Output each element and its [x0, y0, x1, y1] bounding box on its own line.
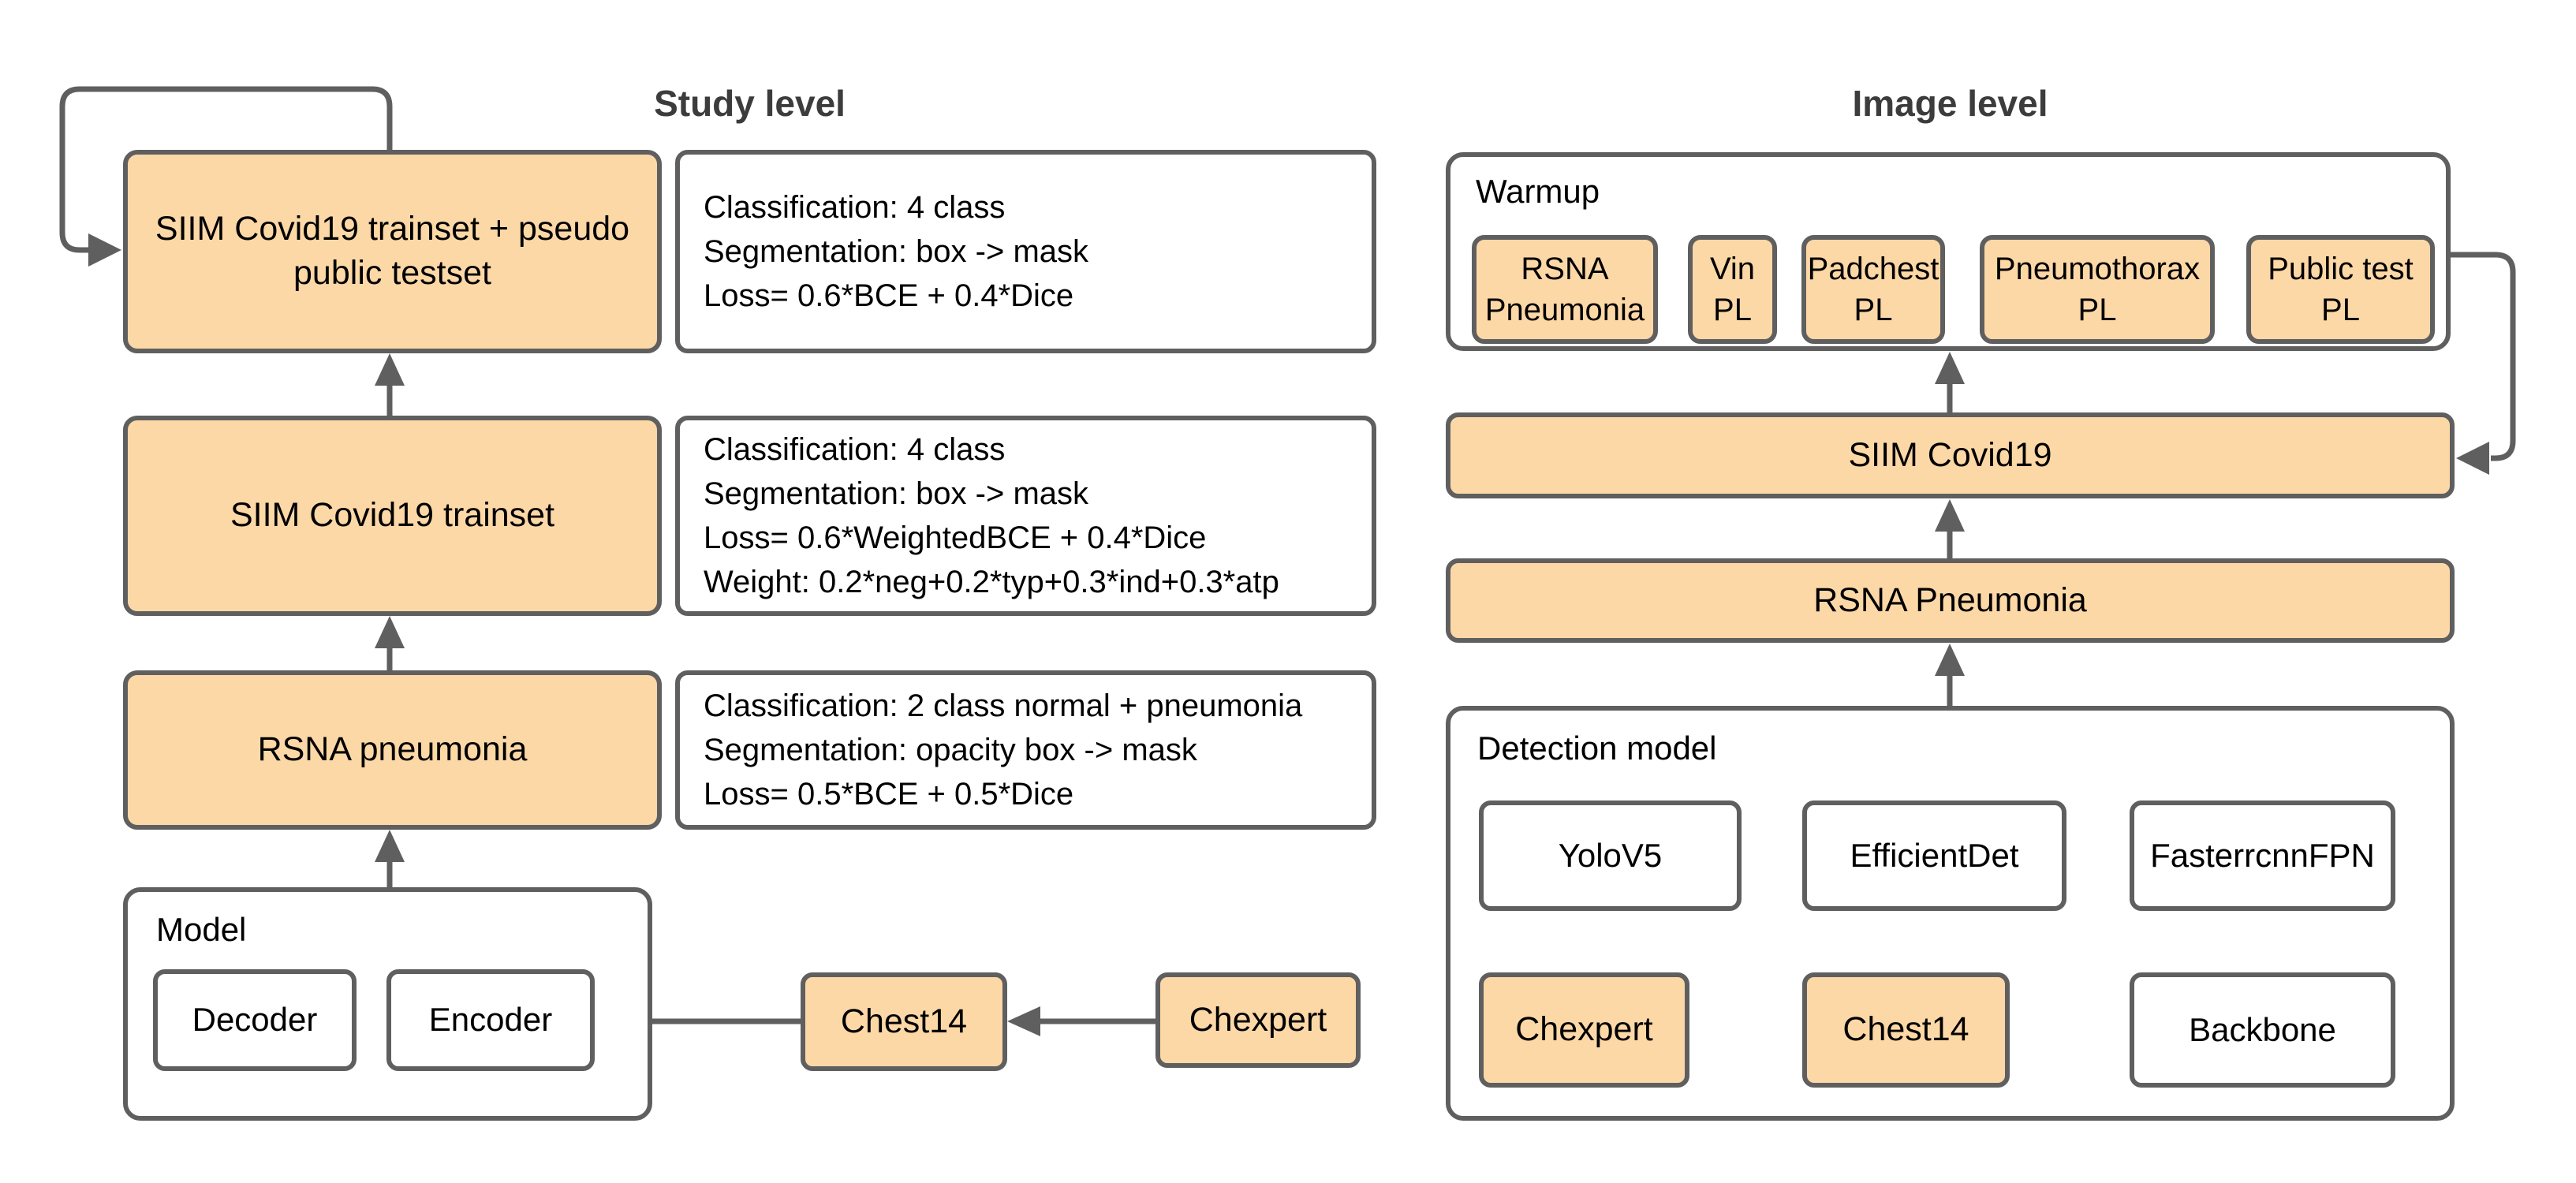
- node-rsna-pneumonia-label: RSNA pneumonia: [257, 730, 528, 769]
- node-yolov5-label: YoloV5: [1558, 836, 1663, 874]
- info-line: Segmentation: box -> mask: [704, 476, 1089, 511]
- node-warmup-rsna-pneumonia-label: RSNA Pneumonia: [1484, 252, 1645, 327]
- info-line: Classification: 2 class normal + pneumon…: [704, 689, 1303, 723]
- node-decoder: Decoder: [153, 969, 357, 1071]
- node-efficientdet-label: EfficientDet: [1850, 836, 2019, 874]
- node-chexpert-image-label: Chexpert: [1515, 1010, 1653, 1049]
- node-encoder-label: Encoder: [428, 1001, 553, 1039]
- arrow-detection-to-rsna-head: [1935, 644, 1965, 676]
- node-rsna-pneumonia-image-label: RSNA Pneumonia: [1813, 580, 2087, 619]
- node-yolov5: YoloV5: [1479, 800, 1742, 911]
- info-box-stage1: Classification: 4 class Segmentation: bo…: [675, 150, 1376, 353]
- node-rsna-pneumonia-image: RSNA Pneumonia: [1446, 558, 2455, 643]
- info-line: Loss= 0.6*BCE + 0.4*Dice: [704, 278, 1074, 313]
- node-decoder-label: Decoder: [192, 1001, 318, 1039]
- node-siim-trainset: SIIM Covid19 trainset: [123, 416, 662, 616]
- node-chest14-image-label: Chest14: [1842, 1010, 1969, 1049]
- node-backbone-label: Backbone: [2189, 1010, 2336, 1048]
- node-rsna-pneumonia: RSNA pneumonia: [123, 670, 662, 830]
- info-line: Classification: 4 class: [704, 190, 1006, 225]
- node-warmup-rsna-pneumonia: RSNA Pneumonia: [1472, 235, 1658, 344]
- study-level-title: Study level: [654, 83, 846, 124]
- node-warmup-public-test-pl: Public test PL: [2246, 235, 2435, 344]
- node-warmup-pneumothorax-pl: Pneumothorax PL: [1980, 235, 2215, 344]
- warmup-group-label: Warmup: [1476, 173, 1600, 210]
- info-line: Loss= 0.5*BCE + 0.5*Dice: [704, 777, 1074, 812]
- node-siim-trainset-pseudo-label: SIIM Covid19 trainset + pseudo public te…: [155, 210, 630, 292]
- image-level-title: Image level: [1852, 83, 2048, 124]
- info-line: Weight: 0.2*neg+0.2*typ+0.3*ind+0.3*atp: [704, 565, 1279, 599]
- node-chest14-image: Chest14: [1802, 972, 2010, 1088]
- arrow-trainset-to-pseudo-head: [375, 353, 405, 386]
- node-fasterrcnnfpn-label: FasterrcnnFPN: [2150, 836, 2375, 874]
- info-line: Loss= 0.6*WeightedBCE + 0.4*Dice: [704, 521, 1207, 555]
- node-siim-trainset-label: SIIM Covid19 trainset: [230, 496, 555, 535]
- arrow-rsna-to-trainset-head: [375, 616, 405, 648]
- arrow-siim-to-warmup-head: [1935, 352, 1965, 384]
- node-chexpert-study: Chexpert: [1155, 972, 1361, 1068]
- node-warmup-padchest-pl: Padchest PL: [1801, 235, 1945, 344]
- loop-arrowhead-image: [2456, 442, 2489, 475]
- node-fasterrcnnfpn: FasterrcnnFPN: [2130, 800, 2395, 911]
- node-siim-covid19: SIIM Covid19: [1446, 412, 2455, 498]
- node-warmup-pneumothorax-pl-label: Pneumothorax PL: [1994, 252, 2201, 327]
- node-backbone: Backbone: [2130, 972, 2395, 1088]
- loop-arrowhead-study: [88, 233, 121, 267]
- node-warmup-vin-pl-label: Vin PL: [1709, 252, 1756, 327]
- info-box-stage3: Classification: 2 class normal + pneumon…: [675, 670, 1376, 830]
- node-encoder: Encoder: [386, 969, 595, 1071]
- loop-arrow-image: [2451, 252, 2516, 461]
- info-line: Segmentation: box -> mask: [704, 234, 1089, 269]
- model-group-label: Model: [156, 911, 247, 948]
- node-chexpert-study-label: Chexpert: [1189, 1000, 1327, 1039]
- info-line: Classification: 4 class: [704, 432, 1006, 467]
- node-chest14-study-label: Chest14: [840, 1002, 968, 1040]
- node-efficientdet: EfficientDet: [1802, 800, 2066, 911]
- arrow-model-to-rsna-head: [375, 830, 405, 862]
- loop-arrow-study: [59, 86, 393, 253]
- node-chest14-study: Chest14: [801, 972, 1007, 1071]
- arrow-rsna-to-siim-head: [1935, 499, 1965, 532]
- arrow-chexpert-to-chest14-head: [1007, 1006, 1040, 1036]
- node-siim-trainset-pseudo: SIIM Covid19 trainset + pseudo public te…: [123, 150, 662, 353]
- node-siim-covid19-label: SIIM Covid19: [1848, 435, 2052, 474]
- info-line: Segmentation: opacity box -> mask: [704, 733, 1197, 767]
- node-chexpert-image: Chexpert: [1479, 972, 1689, 1088]
- node-warmup-padchest-pl-label: Padchest PL: [1807, 252, 1939, 327]
- node-warmup-vin-pl: Vin PL: [1688, 235, 1777, 344]
- info-box-stage2: Classification: 4 class Segmentation: bo…: [675, 416, 1376, 616]
- detection-model-group-label: Detection model: [1477, 730, 1717, 767]
- node-warmup-public-test-pl-label: Public test PL: [2268, 252, 2414, 327]
